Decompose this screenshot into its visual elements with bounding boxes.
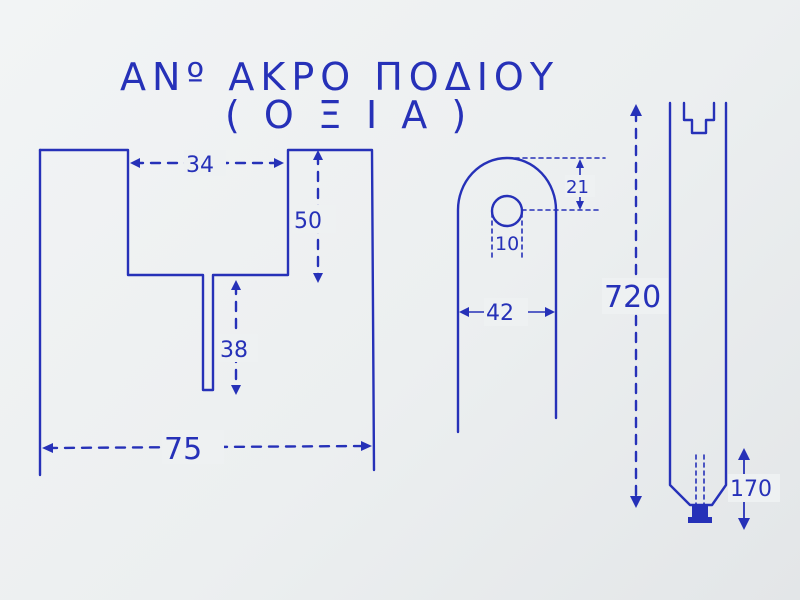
- leg-outline: [668, 101, 728, 507]
- leg-view: 720 170: [602, 101, 780, 530]
- drawing-subtitle: ( Ο Ξ Ι Α ): [225, 93, 472, 137]
- total-width-label: 75: [164, 432, 202, 467]
- side-view: 10 21 42: [456, 156, 606, 434]
- arrow-down-icon: [630, 496, 642, 508]
- hole-circle: [490, 194, 524, 228]
- bottom-length-label: 170: [730, 477, 772, 502]
- label-bg: [292, 205, 336, 233]
- arrow-down-icon: [576, 201, 584, 210]
- label-bg: [565, 175, 595, 197]
- drawing-title: ΑΝº ΑΚΡΟ ΠΟΔΙΟΥ: [120, 55, 559, 99]
- arrow-right-icon: [361, 441, 372, 451]
- nut-icon: [688, 517, 712, 523]
- label-bg: [218, 334, 258, 362]
- side-width-label: 42: [486, 301, 514, 326]
- arrow-right-icon: [545, 307, 555, 317]
- front-view-outline: [38, 148, 376, 472]
- arrow-down-icon: [231, 385, 241, 395]
- label-bg: [484, 298, 528, 326]
- arrow-down-icon: [738, 518, 750, 530]
- label-bg: [728, 474, 780, 502]
- label-bg: [602, 278, 668, 314]
- arrow-up-icon: [231, 280, 241, 290]
- slot-width-label: 34: [186, 153, 214, 178]
- arrow-left-icon: [459, 307, 469, 317]
- hole-diameter-label: 10: [495, 233, 519, 255]
- slot-depth-label: 50: [294, 209, 322, 234]
- arrow-up-icon: [630, 104, 642, 116]
- arrow-up-icon: [576, 159, 584, 168]
- front-view: 34 50 38 75: [38, 148, 376, 477]
- arrow-left-icon: [42, 443, 53, 453]
- arrow-left-icon: [130, 158, 140, 168]
- total-length-label: 720: [604, 280, 661, 315]
- arrow-up-icon: [313, 150, 323, 160]
- top-notch: [682, 101, 716, 135]
- bolt-icon: [692, 505, 708, 517]
- label-bg: [184, 150, 226, 176]
- arrow-down-icon: [313, 273, 323, 283]
- arrow-up-icon: [738, 448, 750, 460]
- slit-length-label: 38: [220, 338, 248, 363]
- label-bg: [162, 430, 224, 464]
- arrow-right-icon: [274, 158, 284, 168]
- top-offset-label: 21: [566, 177, 589, 198]
- side-view-outline: [456, 156, 558, 434]
